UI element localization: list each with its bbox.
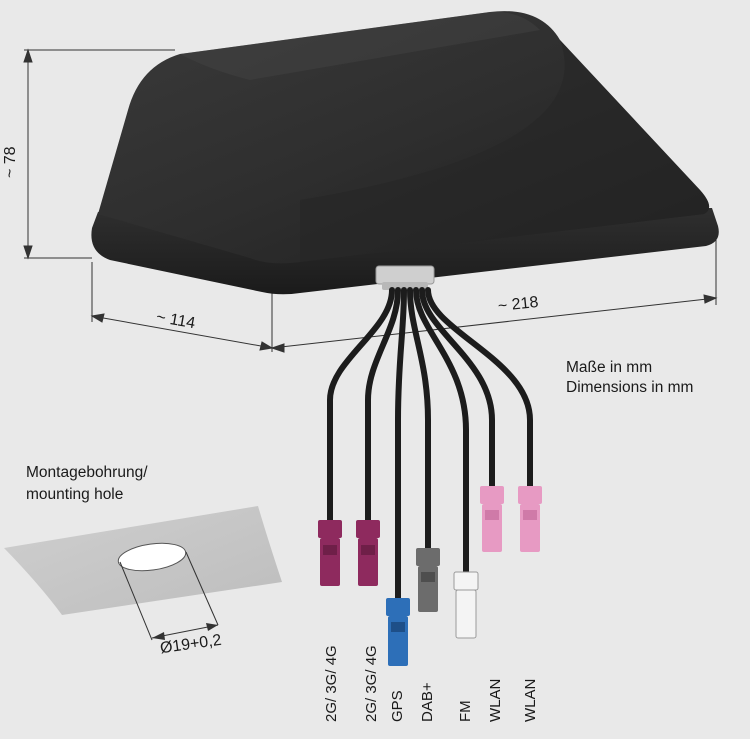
mounting-hole-label: Montagebohrung/ mounting hole — [26, 462, 148, 506]
antenna-housing — [91, 11, 719, 295]
connector-label-cellular-2: 2G/ 3G/ 4G — [363, 645, 380, 722]
mounting-plate — [4, 506, 282, 641]
connector-dab — [416, 548, 440, 612]
connector-fm — [453, 571, 479, 639]
units-note-de: Maße in mm — [566, 359, 653, 376]
units-note-en: Dimensions in mm — [566, 379, 694, 396]
connector-label-wlan-1: WLAN — [487, 678, 504, 722]
connector-cellular-1 — [318, 520, 342, 586]
connector-label-wlan-2: WLAN — [522, 678, 539, 722]
connector-label-cellular-1: 2G/ 3G/ 4G — [323, 645, 340, 722]
connector-wlan-1 — [480, 486, 504, 552]
connector-cellular-2 — [356, 520, 380, 586]
connector-label-fm: FM — [457, 700, 474, 722]
dimension-lines — [23, 48, 718, 353]
connector-label-dab: DAB+ — [419, 682, 436, 722]
cables — [327, 287, 533, 603]
connector-gps — [386, 598, 410, 666]
mounting-hole-label-en: mounting hole — [26, 486, 124, 503]
height-dimension-label: ~ 78 — [2, 146, 19, 178]
mounting-hole-label-de: Montagebohrung/ — [26, 464, 148, 481]
connector-wlan-2 — [518, 486, 542, 552]
units-note: Maße in mm Dimensions in mm — [566, 358, 693, 398]
connector-label-gps: GPS — [389, 690, 406, 722]
